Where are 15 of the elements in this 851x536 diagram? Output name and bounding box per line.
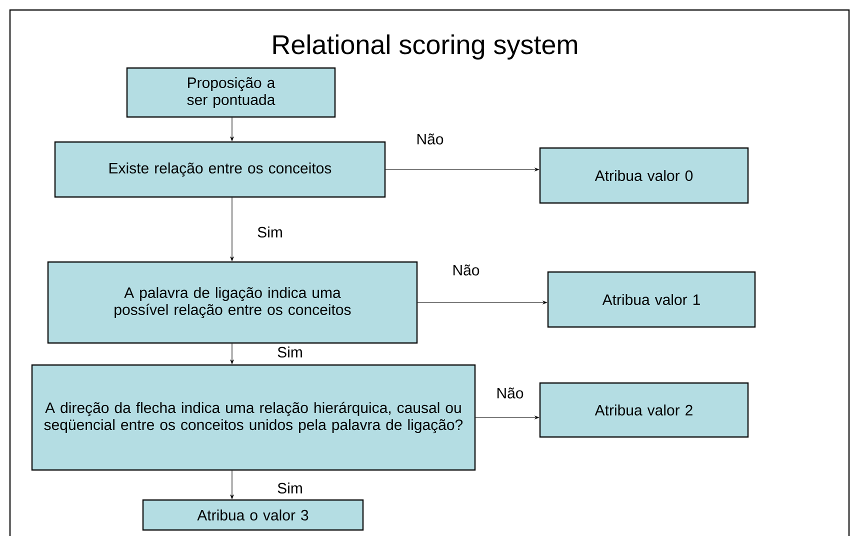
process-box: Atribua o valor 3 [142,499,364,531]
edge-label: Não [451,264,481,276]
process-box: A direção da flecha indica uma relação hierárquica, causal ou seqüencial entre os conceitos unidos pela palavra de ligação? [31,364,476,471]
process-box: Atribua valor 2 [539,382,749,438]
edge-label: Sim [276,346,304,359]
edge-label: Não [415,132,445,146]
process-box: Existe relação entre os conceitos [54,141,386,198]
title: Relational scoring system [273,34,577,60]
edge-label: Sim [276,482,304,495]
process-box: Atribua valor 0 [539,147,749,204]
edge-label: Não [495,386,525,400]
process-box: Proposição a ser pontuada [126,67,336,118]
process-box: Atribua valor 1 [547,271,756,328]
edge-label: Sim [256,226,284,238]
process-box: A palavra de ligação indica uma possível relação entre os conceitos [47,261,418,344]
